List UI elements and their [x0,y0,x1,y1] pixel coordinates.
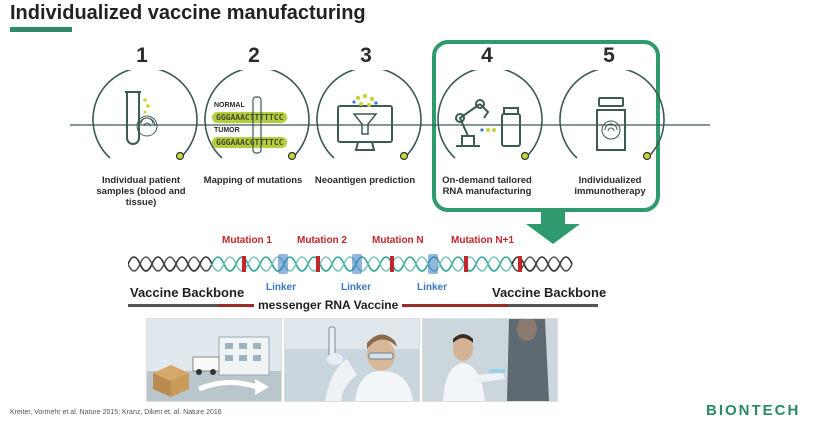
rna-strand [128,254,573,274]
page-title: Individualized vaccine manufacturing [10,2,366,24]
tumor-sequence: GGGAAACGTTTTCC [212,137,288,148]
normal-sequence: GGGAAACTTTTTCC [212,112,288,123]
down-arrow-icon [526,210,580,244]
vaccine-backbone-left: Vaccine Backbone [130,285,245,300]
mutation-n-label: Mutation N [372,235,424,246]
linker-1-label: Linker [266,282,297,293]
step-5-caption: Individualized immunotherapy [574,175,646,197]
doctor-patient-illustration [422,318,558,402]
vaccine-backbone-right: Vaccine Backbone [492,285,607,300]
vial-fingerprint-icon [596,97,626,151]
step-1-caption: Individual patient samples (blood and ti… [96,175,186,208]
title-underline [10,27,72,32]
step-3-caption: Neoantigen prediction [314,175,416,186]
monitor-funnel-icon [337,93,393,151]
mrna-vaccine-label: messenger RNA Vaccine [254,298,403,312]
tumor-label: TUMOR [214,127,240,134]
mutation-n1-label: Mutation N+1 [451,235,515,246]
mutation-2-label: Mutation 2 [297,235,347,246]
linker-2-label: Linker [341,282,372,293]
normal-label: NORMAL [214,102,245,109]
test-tube-fingerprint-icon [125,91,158,145]
robot-arm-vial-icon [455,99,521,147]
step-4-caption: On-demand tailored RNA manufacturing [442,175,532,197]
step-5-number: 5 [603,44,615,67]
citation-footnote: Kreiter, Vormehr et al. Nature 2015; Kra… [10,409,222,416]
step-2-number: 2 [248,44,260,67]
step-4-number: 4 [481,44,493,67]
lab-technician-illustration [284,318,420,402]
step-3-number: 3 [360,44,372,67]
mutation-marker-icon [252,96,262,154]
step-2-caption: Mapping of mutations [203,175,303,186]
linker-3-label: Linker [417,282,448,293]
biontech-logo: BIONTECH [706,402,801,419]
mutation-1-label: Mutation 1 [222,235,272,246]
step-1-number: 1 [136,44,148,67]
logistics-illustration [146,318,282,402]
